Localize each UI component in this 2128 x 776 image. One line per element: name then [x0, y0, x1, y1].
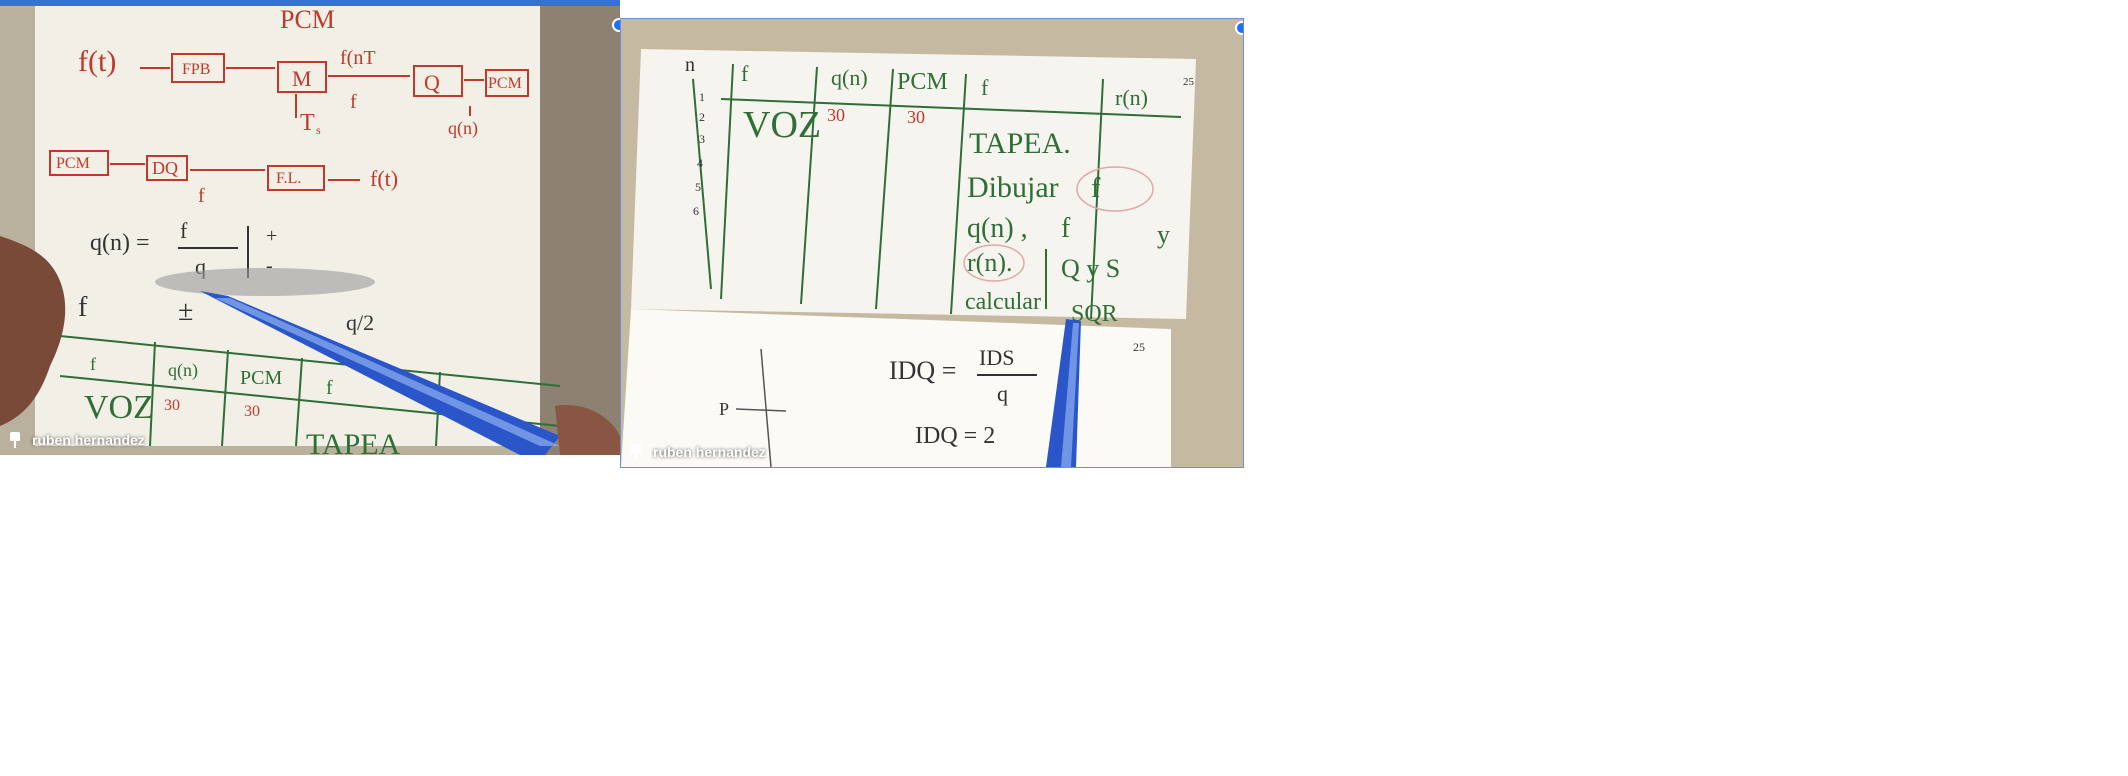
svg-text:q(n): q(n) — [168, 360, 198, 381]
svg-text:s: s — [316, 123, 321, 137]
svg-text:f: f — [326, 377, 333, 399]
svg-text:PCM: PCM — [56, 155, 90, 172]
svg-text:PCM: PCM — [897, 69, 948, 95]
svg-text:Q: Q — [424, 70, 440, 95]
svg-text:Dibujar: Dibujar — [967, 171, 1059, 204]
svg-text:q(n): q(n) — [831, 65, 868, 90]
svg-text:q: q — [997, 381, 1008, 406]
svg-text:5: 5 — [695, 180, 701, 194]
svg-text:25: 25 — [1183, 76, 1195, 88]
svg-text:f(nT: f(nT — [340, 47, 376, 69]
svg-text:PCM: PCM — [240, 367, 282, 389]
participant-name: ruben hernandez — [653, 444, 766, 460]
svg-text:T: T — [300, 110, 315, 136]
svg-text:VOZ: VOZ — [743, 104, 821, 146]
speaker-indicator-dot — [1235, 21, 1243, 35]
svg-text:6: 6 — [693, 204, 699, 218]
svg-text:f: f — [981, 75, 989, 100]
participant-name-tag: ruben hernandez — [0, 425, 153, 455]
pin-icon[interactable] — [8, 432, 22, 448]
svg-text:f: f — [78, 292, 88, 323]
svg-text:r(n).: r(n). — [967, 248, 1012, 277]
svg-text:f(t): f(t) — [370, 166, 398, 191]
svg-text:25: 25 — [1133, 340, 1145, 354]
svg-text:q(n) ,: q(n) , — [967, 213, 1028, 244]
svg-text:FPB: FPB — [182, 61, 210, 78]
svg-text:f(t): f(t) — [78, 45, 116, 78]
svg-text:f: f — [180, 218, 188, 243]
svg-text:30: 30 — [244, 403, 260, 420]
svg-text:n: n — [685, 54, 695, 76]
svg-text:TAPEA: TAPEA — [306, 428, 401, 455]
svg-text:q(n) =: q(n) = — [90, 230, 150, 256]
participant-name: ruben hernandez — [32, 432, 145, 448]
svg-text:M: M — [292, 66, 312, 91]
svg-text:1: 1 — [699, 90, 705, 104]
video-tile-right[interactable]: n f q(n) PCM f r(n) 25 1 2 3 4 5 6 VOZ 3… — [620, 18, 1244, 468]
svg-text:f: f — [1061, 213, 1071, 244]
svg-text:±: ± — [178, 296, 193, 327]
svg-text:TAPEA.: TAPEA. — [969, 127, 1071, 160]
svg-text:q/2: q/2 — [346, 310, 374, 335]
svg-text:IDQ =: IDQ = — [889, 356, 956, 385]
svg-text:30: 30 — [907, 107, 925, 127]
svg-text:F.L.: F.L. — [276, 170, 301, 187]
svg-text:PCM: PCM — [488, 75, 522, 92]
participant-name-tag: ruben hernandez — [621, 437, 774, 467]
svg-text:r(n): r(n) — [1115, 85, 1148, 110]
speaker-indicator-dot — [612, 18, 620, 32]
notes-heading: PCM — [280, 6, 335, 34]
svg-text:f: f — [741, 61, 749, 86]
svg-text:f: f — [90, 354, 96, 374]
whiteboard-notes-left: PCM f(t) FPB M T s f(nT f Q PCM q(n) PCM… — [0, 6, 620, 455]
svg-text:4: 4 — [697, 156, 703, 170]
svg-text:3: 3 — [699, 132, 705, 146]
svg-text:IDQ = 2: IDQ = 2 — [915, 423, 995, 449]
svg-text:f: f — [350, 91, 357, 113]
video-tile-left[interactable]: PCM f(t) FPB M T s f(nT f Q PCM q(n) PCM… — [0, 0, 620, 455]
svg-text:f: f — [1091, 173, 1101, 204]
pin-icon[interactable] — [629, 444, 643, 460]
svg-text:30: 30 — [827, 105, 845, 125]
svg-text:q(n): q(n) — [448, 118, 478, 139]
svg-text:IDS: IDS — [979, 345, 1014, 370]
whiteboard-notes-right: n f q(n) PCM f r(n) 25 1 2 3 4 5 6 VOZ 3… — [621, 19, 1243, 467]
svg-text:2: 2 — [699, 110, 705, 124]
svg-text:Q y S: Q y S — [1061, 254, 1120, 283]
svg-text:+: + — [266, 225, 277, 247]
svg-text:P: P — [719, 399, 729, 419]
svg-text:calcular: calcular — [965, 289, 1041, 315]
svg-text:30: 30 — [164, 397, 180, 414]
svg-text:VOZ: VOZ — [84, 389, 154, 426]
svg-text:DQ: DQ — [152, 158, 178, 178]
svg-text:-: - — [266, 255, 273, 277]
svg-text:q: q — [195, 254, 206, 279]
svg-text:y: y — [1157, 220, 1170, 249]
svg-text:f: f — [198, 185, 205, 207]
